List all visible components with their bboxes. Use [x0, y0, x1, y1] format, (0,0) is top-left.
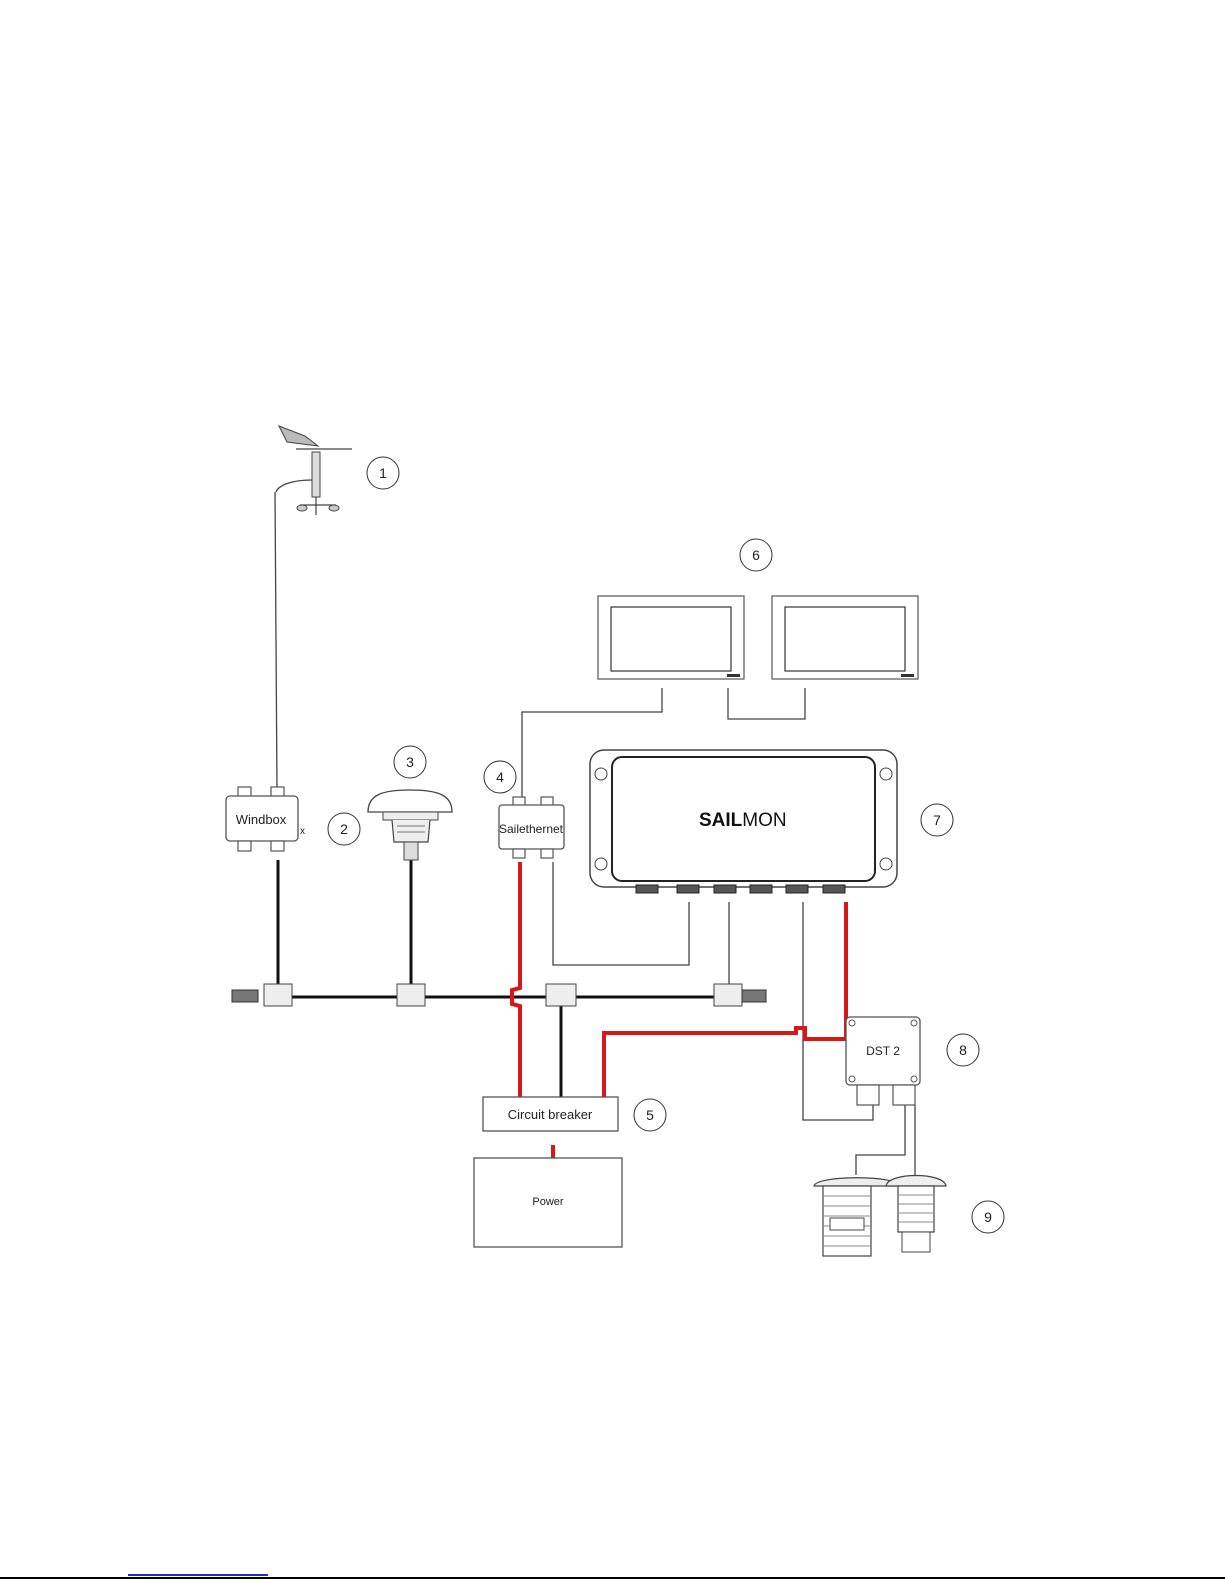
wind-sensor	[276, 426, 352, 515]
callout-4: 4	[496, 769, 504, 785]
callout-2: 2	[340, 821, 348, 837]
transducer-right	[886, 1176, 946, 1253]
transducer-left	[814, 1178, 900, 1256]
sailmon-logo-light: MON	[742, 810, 786, 831]
windbox-label: Windbox	[236, 812, 287, 827]
sailmon-logo-bold: SAIL	[699, 810, 743, 831]
callout-9: 9	[984, 1209, 992, 1225]
dst2-label: DST 2	[866, 1044, 900, 1058]
dst2-box: DST 2	[846, 1017, 920, 1105]
sailethernet-box: Sailethernet	[499, 797, 564, 858]
callout-1: 1	[379, 465, 387, 481]
display-left	[598, 596, 744, 679]
circuit-breaker-label: Circuit breaker	[508, 1107, 593, 1122]
sailmon-box: SAILMON	[590, 750, 897, 893]
t-connectors	[232, 984, 766, 1006]
backbone	[278, 860, 730, 1110]
callout-6: 6	[752, 547, 760, 563]
callout-3: 3	[406, 754, 414, 770]
windbox: Windbox x	[226, 787, 305, 851]
svg-text:SAILMON: SAILMON	[699, 810, 787, 831]
callout-7: 7	[933, 812, 941, 828]
footer-rule	[0, 1577, 1225, 1579]
windbox-mark: x	[300, 826, 305, 837]
sailethernet-label: Sailethernet	[499, 822, 564, 836]
power-label: Power	[532, 1196, 564, 1208]
footer-link[interactable]	[128, 1574, 268, 1576]
callout-8: 8	[959, 1042, 967, 1058]
circuit-breaker: Circuit breaker	[483, 1097, 618, 1131]
power-source: Power	[474, 1158, 622, 1247]
display-right	[772, 596, 918, 679]
callout-5: 5	[646, 1107, 654, 1123]
gps-antenna	[368, 790, 452, 860]
